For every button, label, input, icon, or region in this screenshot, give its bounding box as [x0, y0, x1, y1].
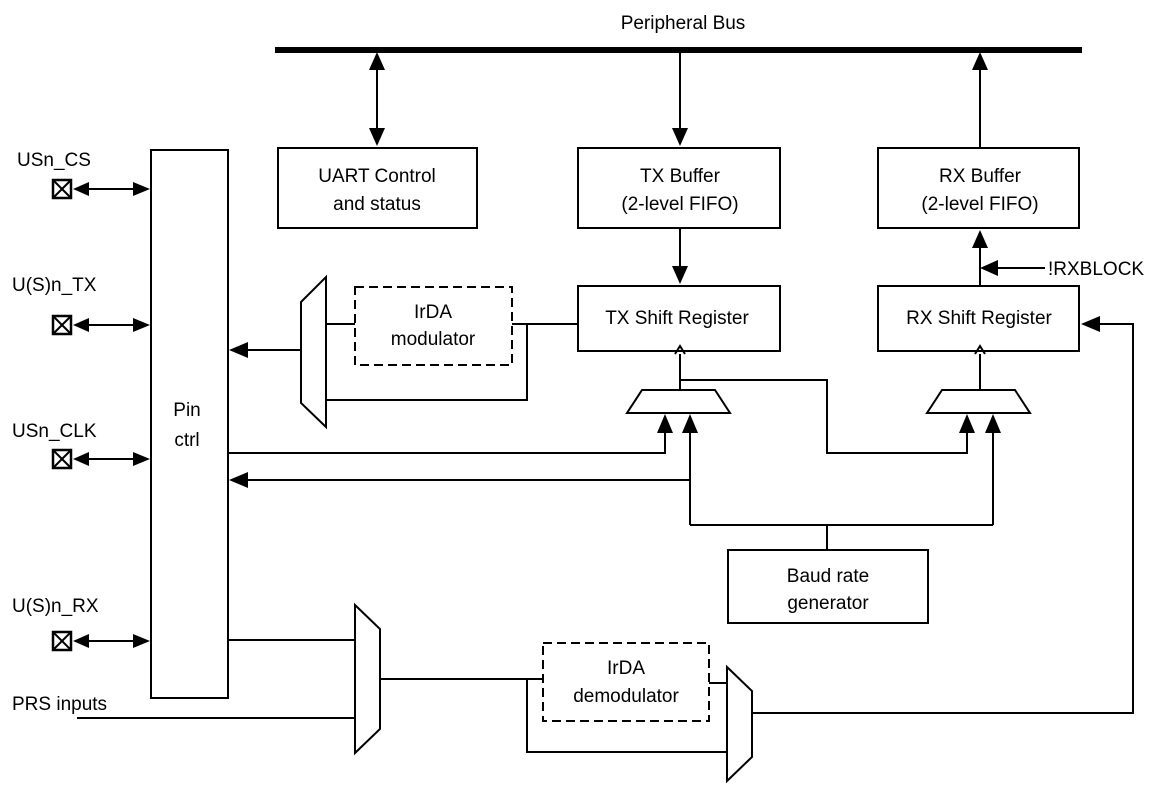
- irda-demodulator-label-2: demodulator: [573, 686, 679, 707]
- pin-ctrl-block: [150, 149, 229, 699]
- rx-shift-register: [877, 285, 1080, 352]
- pin-usn-rx-label: U(S)n_RX: [12, 596, 99, 617]
- uart-control-block: [277, 147, 478, 229]
- uart-control-label-1: UART Control: [318, 166, 436, 187]
- tx-clock-mux: [625, 389, 732, 414]
- pin-usn-clk-label: USn_CLK: [12, 421, 97, 442]
- pin-usn-tx: U(S)n_TX: [12, 275, 150, 336]
- bus-tx-connection: [672, 52, 688, 146]
- pin-ctrl-label-2: ctrl: [174, 430, 199, 451]
- rx-demod-mux: [726, 664, 753, 784]
- baud-label-1: Baud rate: [787, 566, 869, 587]
- tx-buffer-to-shift-arrow: [672, 228, 688, 284]
- peripheral-bus-label: Peripheral Bus: [621, 13, 746, 34]
- irda-modulator-label-2: modulator: [391, 329, 476, 350]
- irda-demodulator-label-1: IrDA: [607, 658, 645, 679]
- prs-inputs-label: PRS inputs: [12, 694, 107, 715]
- rxblock-label: !RXBLOCK: [1048, 259, 1144, 280]
- bus-uart-connection: [369, 52, 385, 146]
- tx-mux-to-pin-arrow: [229, 342, 301, 358]
- irda-modulator-label-1: IrDA: [414, 302, 452, 323]
- uart-control-label-2: and status: [333, 194, 421, 215]
- tx-buffer-block: [577, 147, 781, 229]
- tx-buffer-label-1: TX Buffer: [640, 166, 721, 187]
- pin-usn-tx-label: U(S)n_TX: [12, 275, 97, 296]
- tx-output-mux: [300, 274, 327, 430]
- tx-buffer-label-2: (2-level FIFO): [621, 194, 738, 215]
- rx-buffer-block: [877, 147, 1080, 229]
- rx-clock-mux: [925, 389, 1032, 414]
- pin-usn-cs: USn_CS: [17, 150, 150, 200]
- pin-usn-cs-label: USn_CS: [17, 150, 91, 171]
- rx-bus-connection: [972, 52, 988, 148]
- rx-buffer-label-1: RX Buffer: [939, 166, 1022, 187]
- rx-buffer-label-2: (2-level FIFO): [921, 194, 1038, 215]
- irda-modulator-block: [354, 286, 513, 366]
- baud-label-2: generator: [787, 593, 869, 614]
- rx-shift-to-buffer-arrow: [972, 230, 988, 286]
- pin-usn-clk: USn_CLK: [12, 421, 150, 470]
- tx-shift-register: [577, 285, 781, 352]
- irda-demodulator-block: [542, 642, 710, 722]
- baud-rate-generator: [727, 549, 929, 624]
- pin-usn-rx: U(S)n_RX: [12, 596, 150, 652]
- rx-input-mux: [354, 602, 381, 756]
- pin-ctrl-label-1: Pin: [173, 400, 200, 421]
- rx-shift-label: RX Shift Register: [906, 308, 1052, 329]
- rxblock-arrow: [980, 260, 1045, 276]
- tx-shift-label: TX Shift Register: [605, 308, 749, 329]
